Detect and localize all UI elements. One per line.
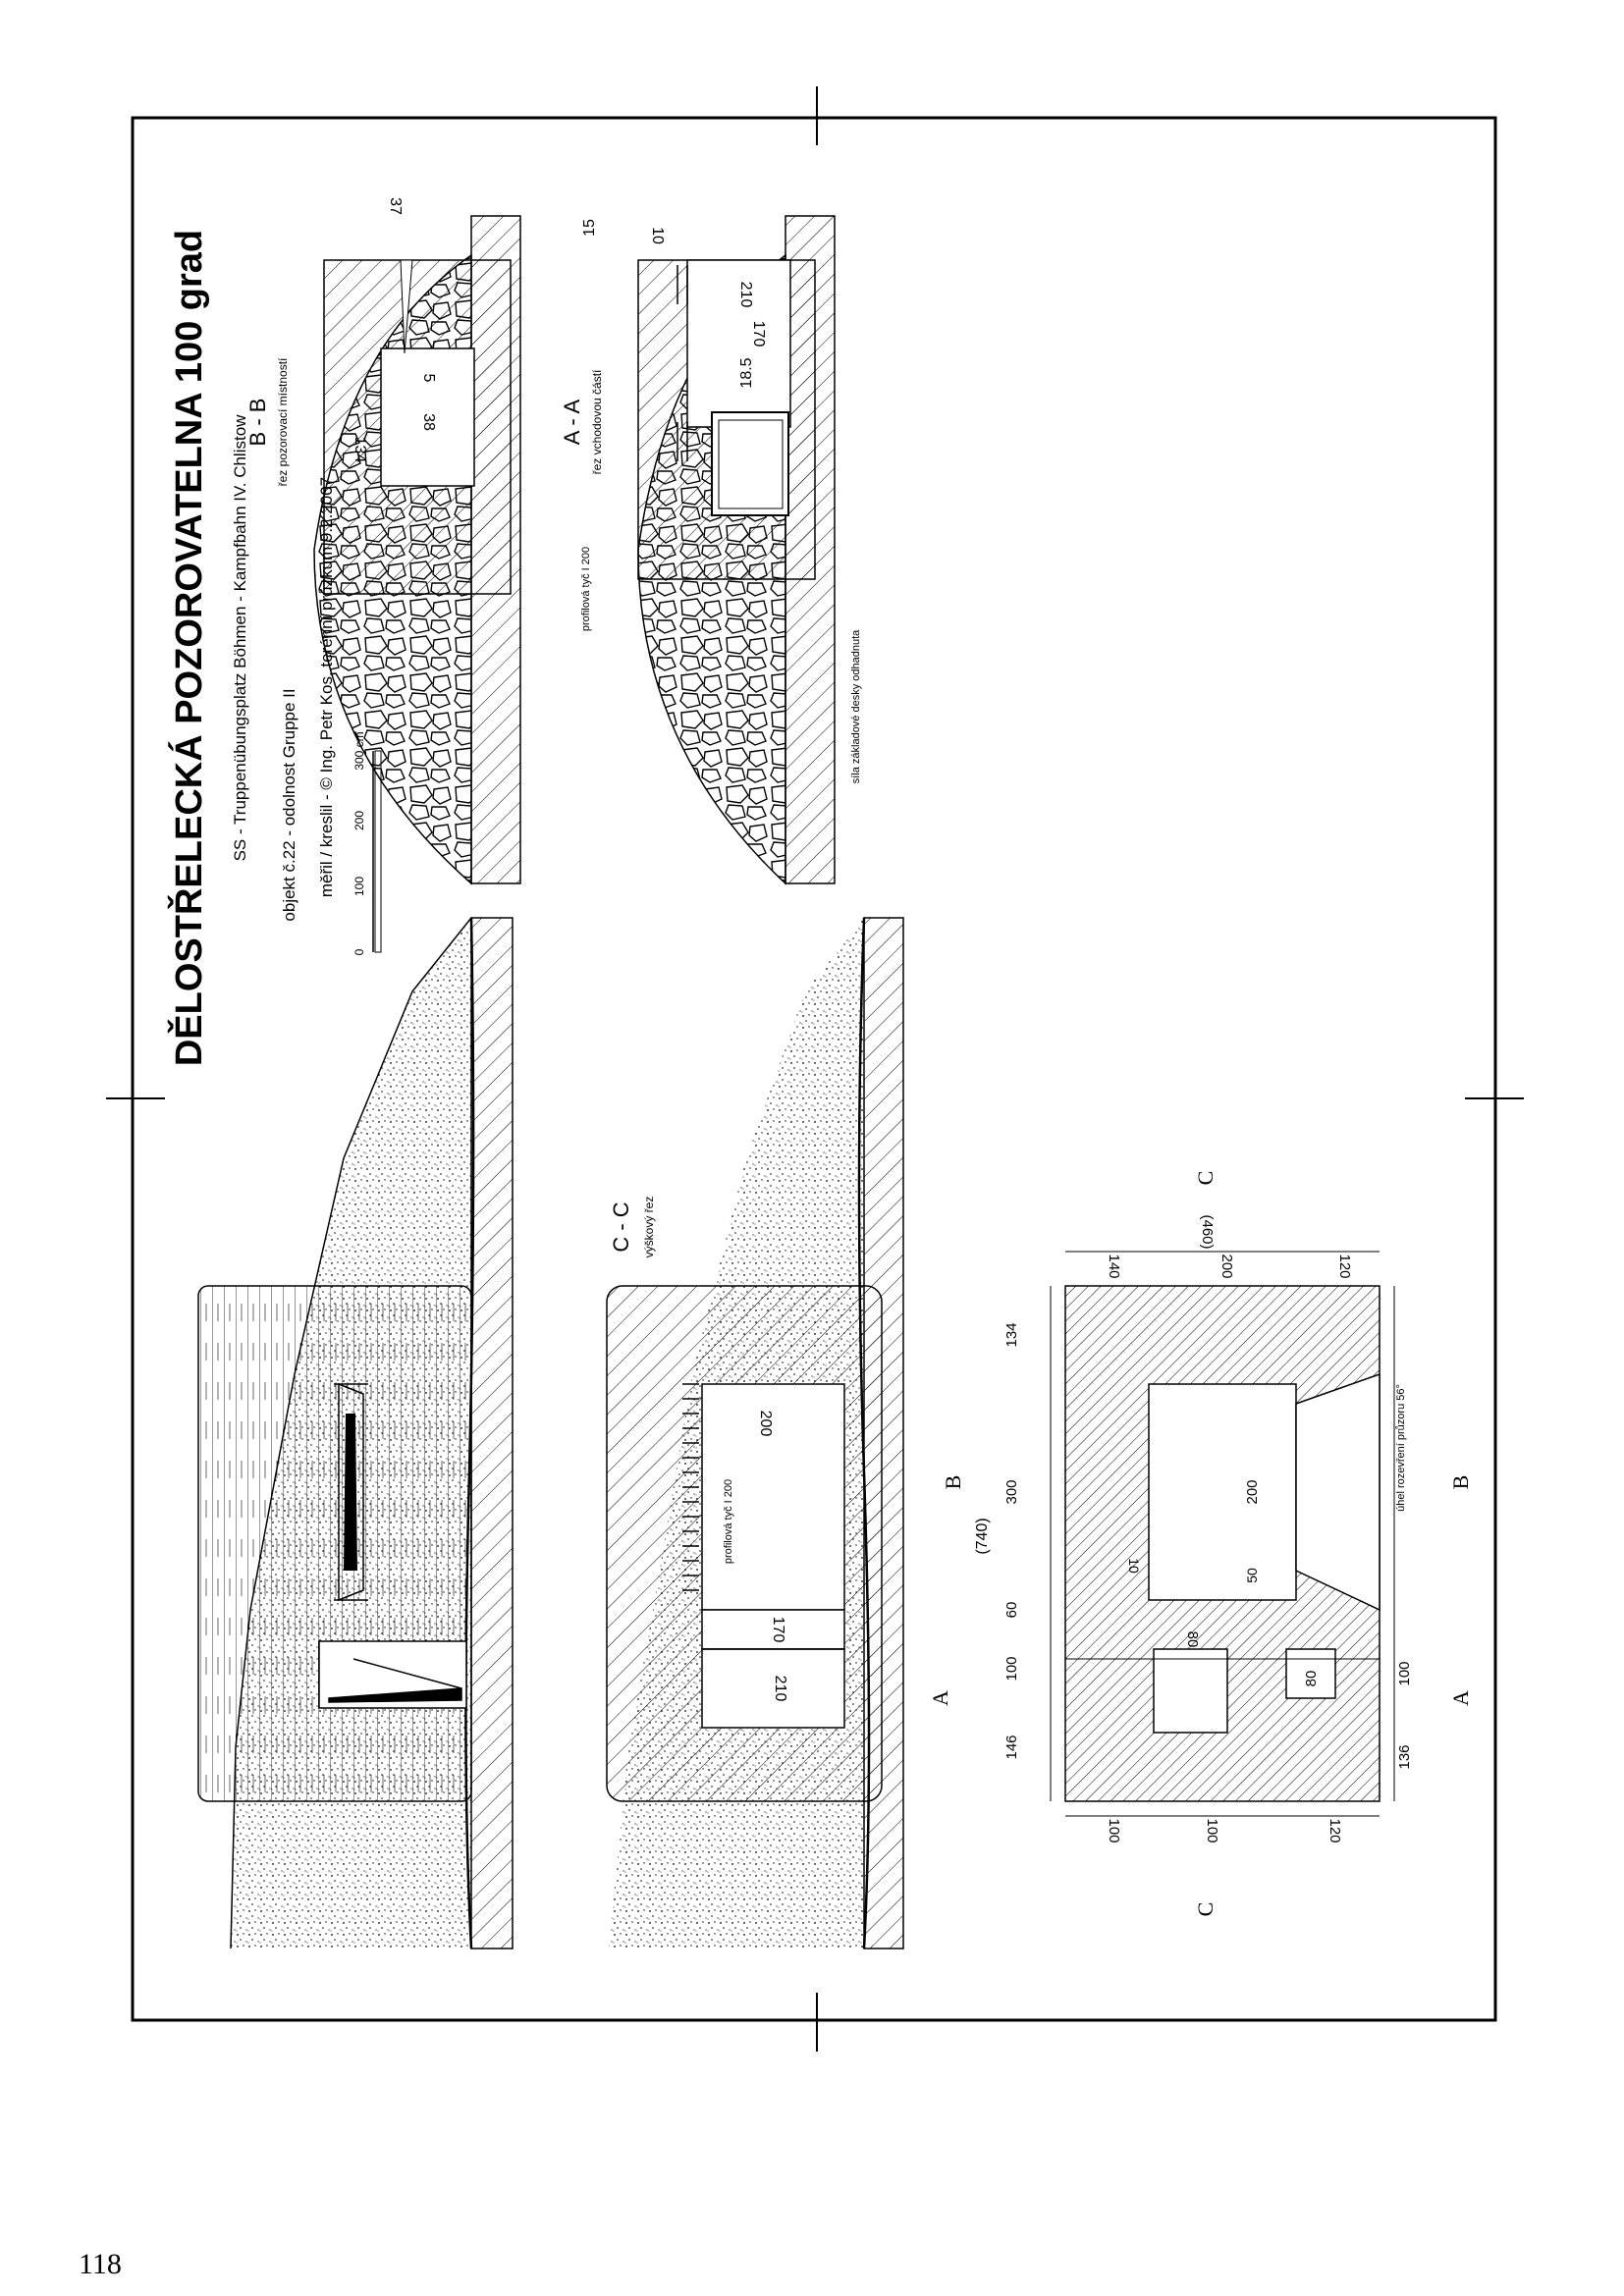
page-number: 118 xyxy=(79,2248,122,2280)
drawing-title: DĚLOSTŘELECKÁ POZOROVATELNA 100 grad xyxy=(167,230,210,1066)
aa-dim-18-5: 18.5 xyxy=(738,357,755,388)
plan-inner-80a: 80 xyxy=(1184,1631,1201,1648)
bb-dim-38: 38 xyxy=(420,413,437,431)
marker-c-left: C xyxy=(1193,1171,1218,1186)
plan-top-146: 146 xyxy=(1003,1735,1020,1759)
scale-tick-0: 0 xyxy=(352,948,366,955)
plan-total-w: (740) xyxy=(974,1518,991,1554)
aa-label: A - A xyxy=(560,399,584,445)
plan-right-140: 140 xyxy=(1106,1254,1122,1278)
bb-dim-134: 134 xyxy=(352,437,368,463)
bb-label: B - B xyxy=(245,399,270,447)
aa-sub: řez vchodovou částí xyxy=(590,369,604,474)
plan-bottom-100: 100 xyxy=(1396,1661,1413,1685)
plan-bottom-200: 200 xyxy=(1244,1479,1261,1504)
section-c-c: C - C výškový řez 200 170 210 profilová … xyxy=(606,917,904,1949)
marker-a-top: A xyxy=(928,1690,952,1706)
scale-tick-100: 100 xyxy=(352,877,366,896)
plan-top-300: 300 xyxy=(1003,1479,1020,1504)
aa-beam-note: profilová tyč I 200 xyxy=(580,547,592,631)
bb-sub: řez pozorovací místností xyxy=(276,357,290,486)
cc-dim-210: 210 xyxy=(772,1676,788,1702)
aa-dim-210: 210 xyxy=(737,282,754,308)
aa-dim-10: 10 xyxy=(649,227,666,244)
plan-right-200: 200 xyxy=(1218,1254,1235,1278)
cc-beam-note: profilová tyč I 200 xyxy=(723,1479,734,1564)
plan-bottom-136: 136 xyxy=(1396,1744,1413,1769)
cc-sub: výškový řez xyxy=(642,1197,656,1258)
plan-right-120: 120 xyxy=(1336,1254,1353,1278)
plan-top-60: 60 xyxy=(1003,1602,1020,1619)
bb-dim-37: 37 xyxy=(387,197,404,215)
plan-inner-80b: 80 xyxy=(1303,1671,1320,1687)
section-a-a: A - A řez vchodovou částí 15 10 210 170 … xyxy=(560,215,862,885)
plan-bottom-10: 10 xyxy=(1126,1558,1142,1574)
plan-view: (740) 146 100 60 300 134 136 100 80 80 2… xyxy=(928,1171,1473,1917)
sheet-border xyxy=(131,116,1497,2022)
cc-dim-170: 170 xyxy=(770,1617,786,1643)
marker-b-top: B xyxy=(941,1475,965,1490)
plan-left-120: 120 xyxy=(1326,1818,1343,1842)
aa-dim-170: 170 xyxy=(750,321,767,347)
info-line-1: SS - Truppenübungsplatz Böhmen - Kampfba… xyxy=(231,414,249,862)
plan-right-total: (460) xyxy=(1199,1214,1216,1249)
exterior-view xyxy=(197,917,514,1949)
title-block: DĚLOSTŘELECKÁ POZOROVATELNA 100 grad SS … xyxy=(167,230,382,1066)
marker-a-bottom: A xyxy=(1448,1690,1473,1706)
marker-c-right: C xyxy=(1193,1902,1218,1917)
section-b-b: B - B řez pozorovací místností 37 5 38 1… xyxy=(245,197,521,885)
info-line-3: měřil / kreslil - © Ing. Petr Kos, terén… xyxy=(317,477,336,897)
plan-left-100b: 100 xyxy=(1204,1818,1220,1842)
plan-top-134: 134 xyxy=(1003,1322,1020,1347)
scale-bar: 0 100 200 300 cm xyxy=(352,731,382,955)
cc-dim-200: 200 xyxy=(757,1411,774,1437)
plan-bottom-50: 50 xyxy=(1244,1568,1260,1583)
info-line-2: objekt č.22 - odolnost Gruppe II xyxy=(280,688,298,921)
scale-tick-200: 200 xyxy=(352,811,366,830)
bb-dim-5: 5 xyxy=(420,374,437,383)
aa-dim-15: 15 xyxy=(581,219,598,237)
cc-label: C - C xyxy=(609,1201,633,1252)
aa-slab-note: síla základové desky odhadnuta xyxy=(850,629,862,783)
plan-top-100: 100 xyxy=(1003,1656,1020,1681)
plan-angle-note: úhel rozevření průzoru 56° xyxy=(1395,1384,1407,1512)
marker-b-bottom: B xyxy=(1448,1475,1473,1490)
plan-left-100a: 100 xyxy=(1106,1818,1122,1842)
scale-tick-300: 300 cm xyxy=(352,731,366,770)
